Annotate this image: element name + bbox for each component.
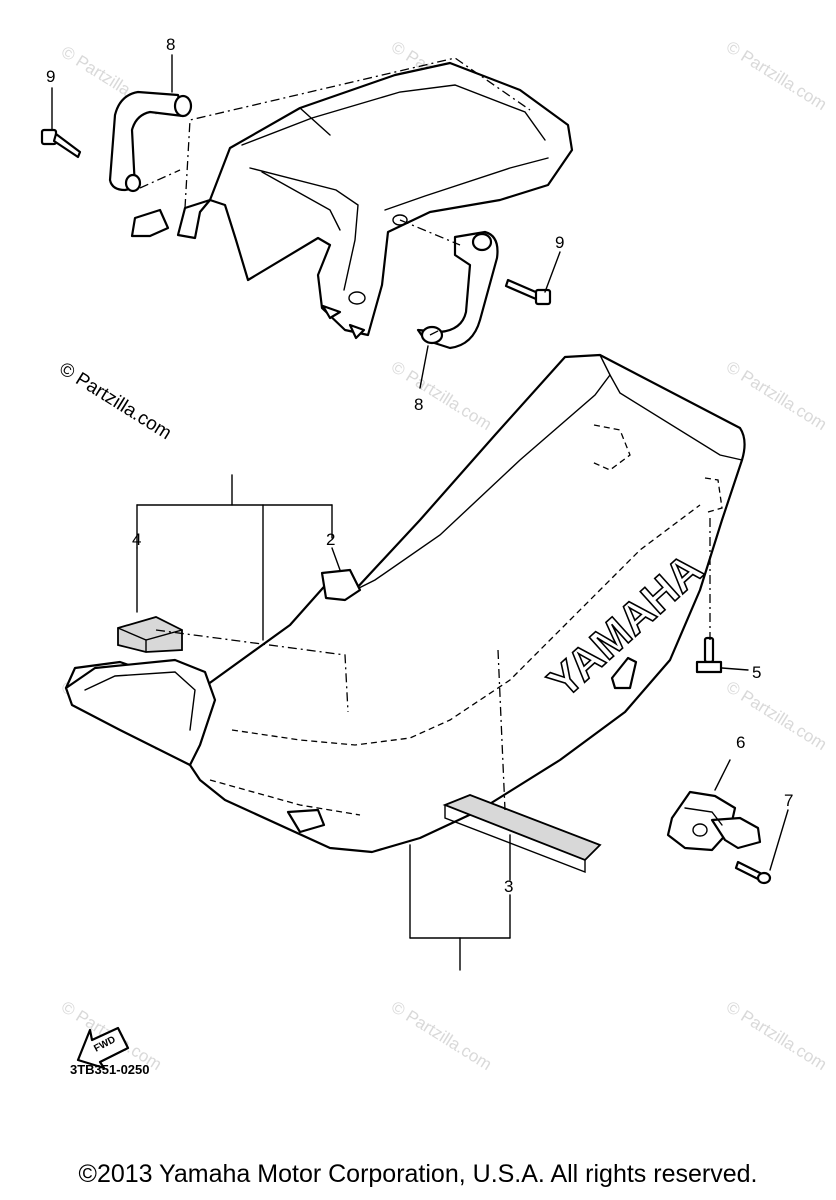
watermark-text: © Partzilla.com	[388, 997, 495, 1074]
callout-9-mid: 9	[555, 233, 564, 252]
callout-9-top: 9	[46, 67, 55, 86]
copyright-notice: ©2013 Yamaha Motor Corporation, U.S.A. A…	[78, 1160, 758, 1188]
watermark-text: © Partzilla.com	[723, 357, 830, 434]
seat-lock	[666, 790, 762, 852]
diagram-code: 3TB351-0250	[70, 1062, 150, 1077]
main-seat: YAMAHA	[64, 353, 746, 854]
callout-5: 5	[752, 663, 761, 682]
bolt-right	[504, 278, 552, 306]
forward-arrow-icon: FWD	[76, 1026, 130, 1070]
watermark-text: © Partzilla.com	[388, 357, 495, 434]
foam-pad-4	[117, 616, 183, 653]
watermark-text: © Partzilla.com	[723, 997, 830, 1074]
bolt-top-left	[40, 128, 82, 159]
callout-7: 7	[784, 791, 793, 810]
grab-bar-left	[108, 90, 193, 193]
lock-screw	[734, 860, 772, 885]
callout-4: 4	[132, 530, 141, 549]
leader-lines	[51, 54, 789, 971]
seat-assembly-diagram: © Partzilla.com © Partzilla.com © Partzi…	[40, 35, 830, 1074]
rear-seat-cowl	[130, 61, 574, 340]
callout-3: 3	[504, 877, 513, 896]
seat-bolt-5	[695, 636, 723, 674]
watermark-prominent: © Partzilla.com	[55, 358, 175, 444]
callout-6: 6	[736, 733, 745, 752]
watermark-text: © Partzilla.com	[723, 37, 830, 114]
callout-2: 2	[326, 530, 335, 549]
callout-8-top: 8	[166, 35, 175, 54]
center-lines	[139, 57, 711, 811]
grab-bar-right	[416, 230, 499, 350]
foam-strip-3	[442, 794, 602, 874]
callout-8-mid: 8	[414, 395, 423, 414]
